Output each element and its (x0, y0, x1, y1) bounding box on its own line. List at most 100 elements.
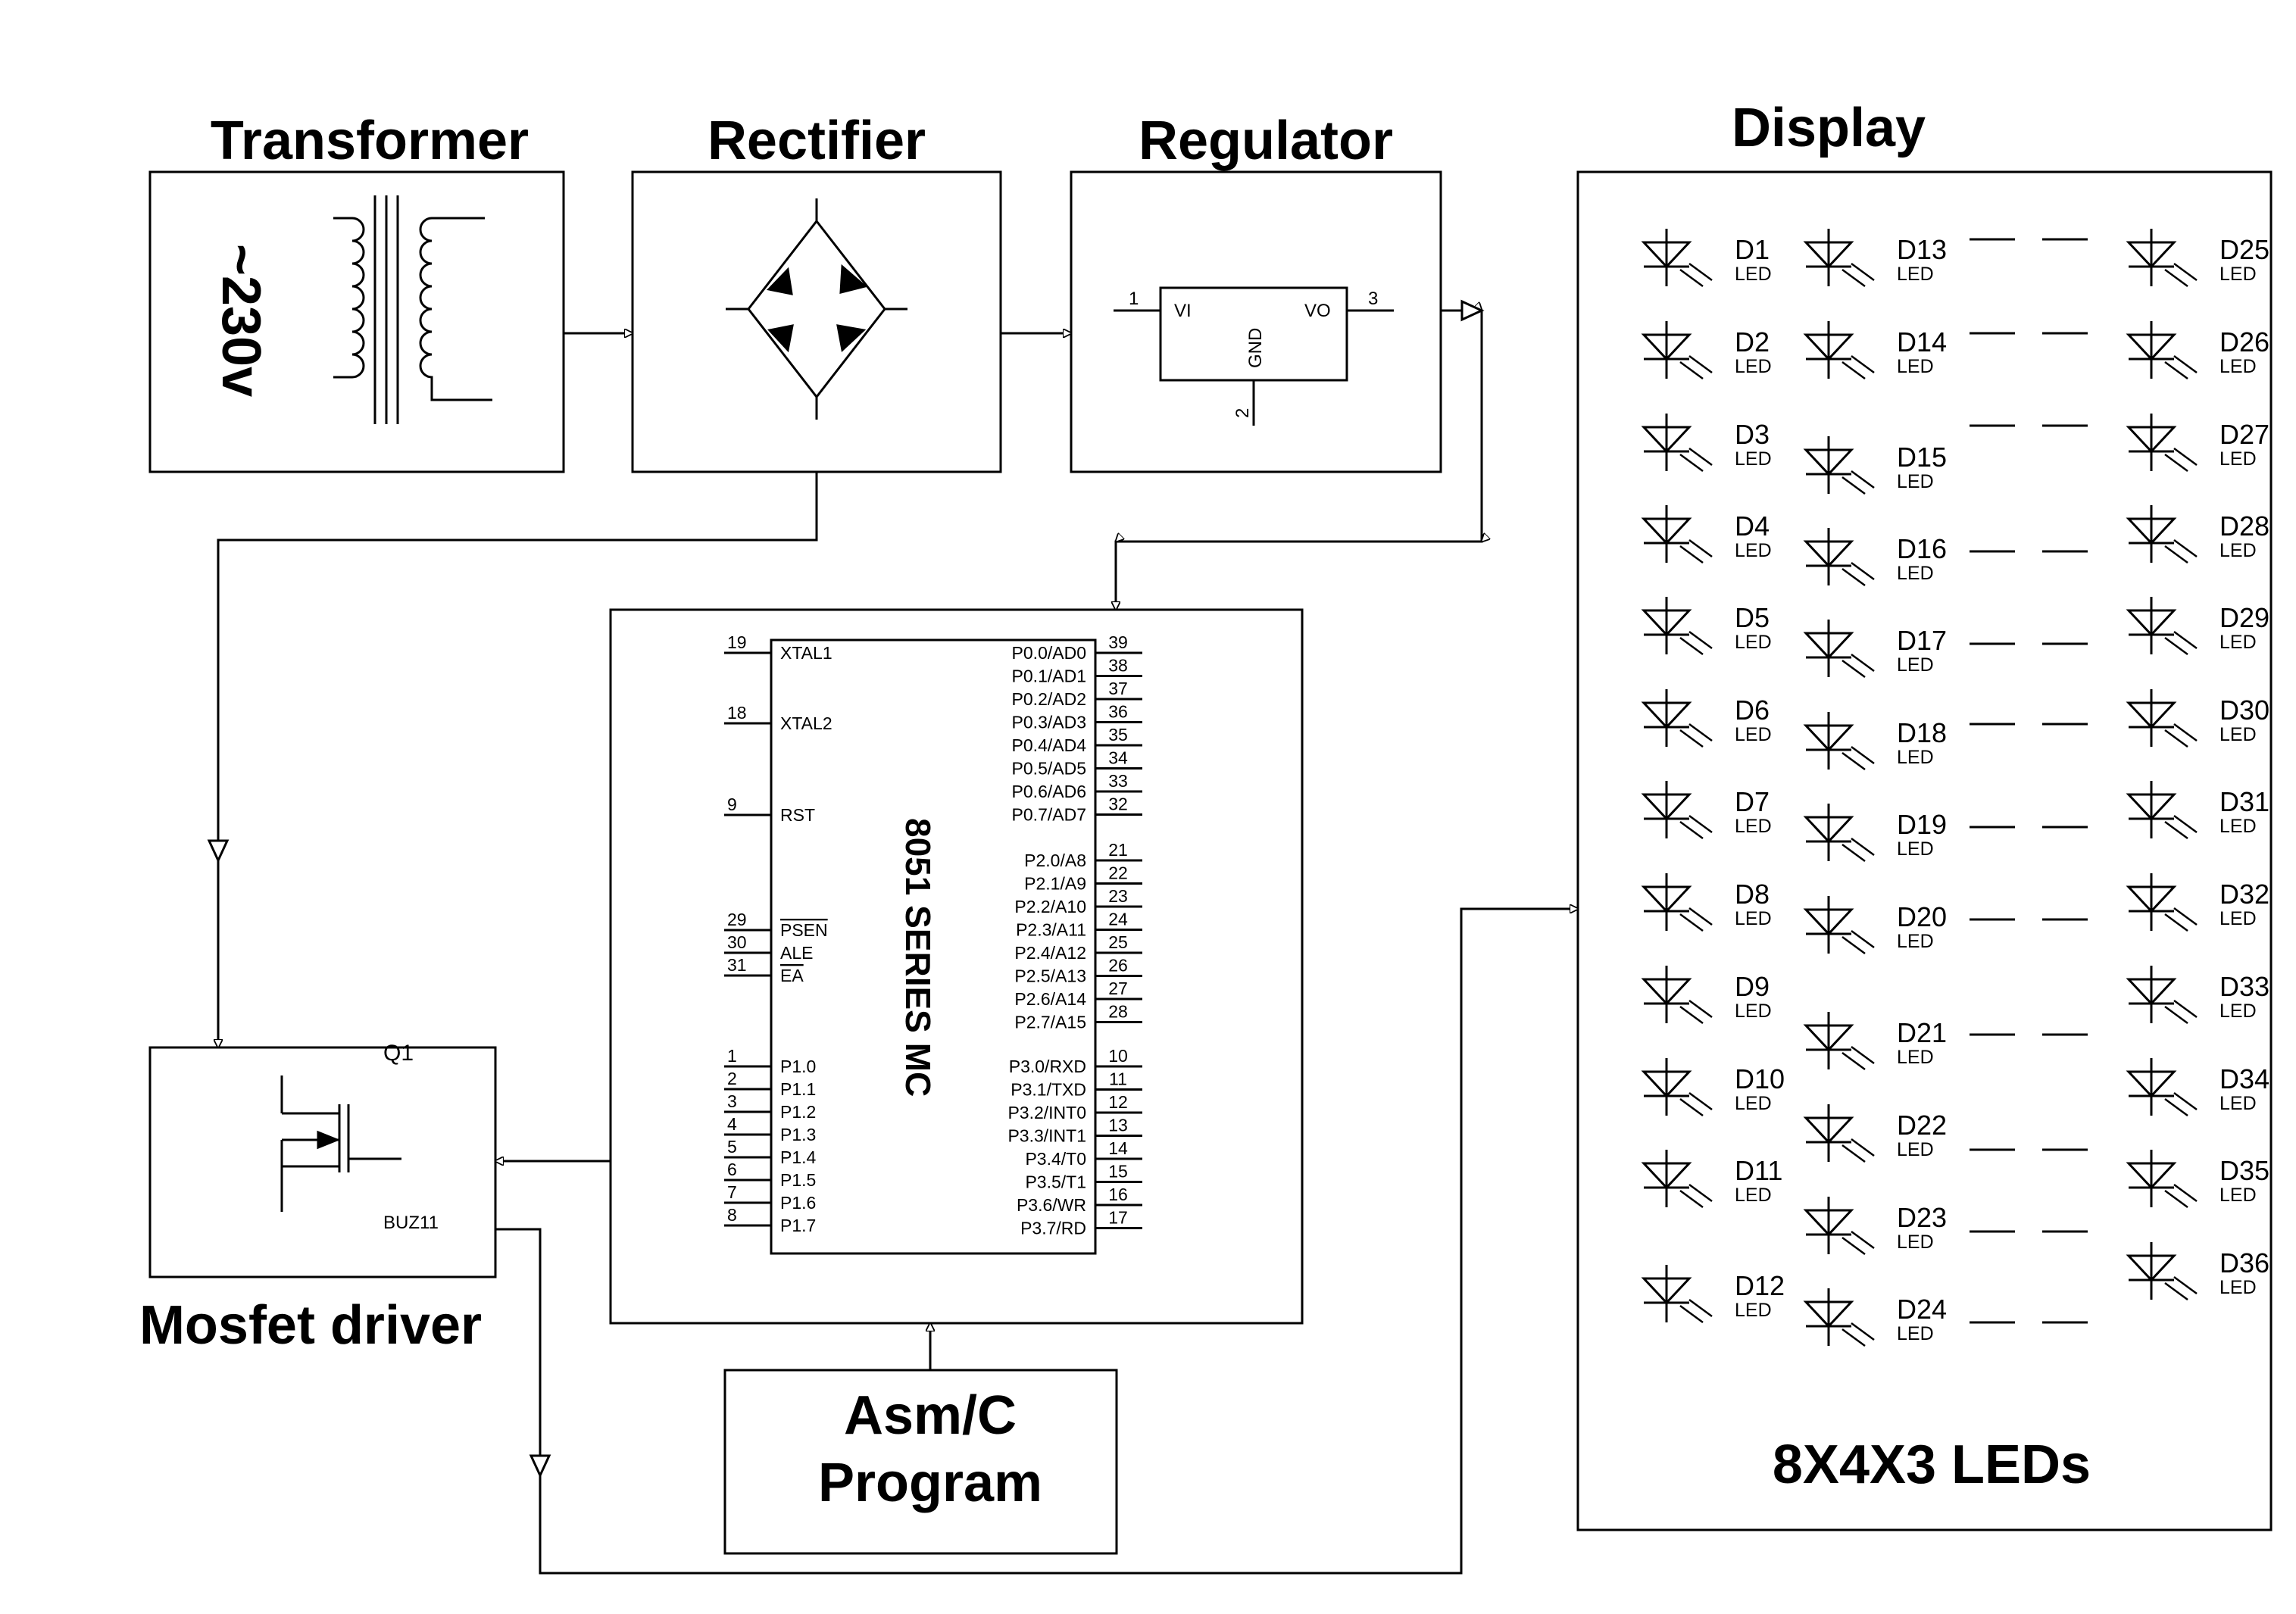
led-designator: D28 (2219, 510, 2269, 542)
mcu-pin-name: P3.6/WR (1017, 1195, 1086, 1215)
led-type-label: LED (1897, 747, 1934, 768)
continuation-dashes (1970, 238, 2088, 1324)
mcu-pin-number: 38 (1108, 656, 1128, 676)
led-type-label: LED (2219, 908, 2257, 929)
led-type-label: LED (1735, 632, 1772, 653)
led-type-label: LED (1735, 1093, 1772, 1114)
mcu-pin-name: RST (780, 805, 815, 825)
mcu-pin-name: P1.2 (780, 1102, 816, 1122)
led-type-label: LED (1897, 1323, 1934, 1344)
led-designator: D11 (1735, 1155, 1782, 1186)
led-type-label: LED (2219, 1277, 2257, 1298)
mcu-pin-name: P1.6 (780, 1193, 816, 1213)
led-designator: D15 (1897, 442, 1947, 473)
mcu-pin-number: 22 (1108, 863, 1128, 883)
mcu-pin-number: 23 (1108, 886, 1128, 906)
mcu-pin-number: 11 (1109, 1069, 1127, 1089)
led-type-label: LED (2219, 1185, 2257, 1206)
led-designator: D17 (1897, 625, 1947, 656)
mcu-pin-number: 4 (727, 1114, 737, 1134)
mosfet-symbol (280, 1075, 401, 1212)
mcu-pin-number: 31 (727, 955, 747, 975)
led-type-label: LED (1735, 540, 1772, 561)
led-designator: D27 (2219, 419, 2269, 450)
transformer-title: Transformer (211, 111, 529, 171)
led-designator: D19 (1897, 809, 1947, 840)
mcu-pin-number: 5 (727, 1137, 737, 1157)
led-designator: D32 (2219, 879, 2269, 910)
led-designator: D14 (1897, 326, 1947, 357)
led-type-label: LED (2219, 448, 2257, 470)
led-type-label: LED (1897, 563, 1934, 584)
mcu-pin-number: 12 (1108, 1092, 1128, 1112)
led-type-label: LED (1897, 838, 1934, 860)
led-designator: D1 (1735, 234, 1770, 265)
mcu-pin-number: 18 (727, 703, 747, 723)
display-caption: 8X4X3 LEDs (1773, 1434, 2091, 1495)
led-designator: D22 (1897, 1110, 1947, 1141)
led-designator: D10 (1735, 1063, 1785, 1094)
led-type-label: LED (1897, 1139, 1934, 1160)
led-type-label: LED (1735, 908, 1772, 929)
led-designator: D8 (1735, 879, 1770, 910)
led-type-label: LED (2219, 1001, 2257, 1022)
mcu-pin-number: 33 (1108, 771, 1128, 791)
regulator-pin1-num: 1 (1129, 289, 1139, 309)
mcu-pin-name: XTAL1 (780, 643, 832, 663)
led-type-label: LED (1897, 1232, 1934, 1253)
led-designator: D6 (1735, 695, 1770, 726)
rectifier-title: Rectifier (708, 111, 926, 171)
led-designator: D36 (2219, 1247, 2269, 1278)
led-type-label: LED (1897, 654, 1934, 676)
regulator-pin2-num: 2 (1232, 408, 1253, 418)
led-type-label: LED (1735, 1185, 1772, 1206)
led-type-label: LED (2219, 724, 2257, 745)
mcu-pin-number: 21 (1108, 840, 1128, 860)
led-type-label: LED (1735, 1300, 1772, 1321)
led-designator: D34 (2219, 1063, 2269, 1094)
mcu-pin-number: 13 (1108, 1116, 1128, 1135)
mcu-pin-name: ALE (780, 943, 813, 963)
regulator-pin-gnd: GND (1245, 328, 1266, 368)
mosfet-part: BUZ11 (383, 1213, 439, 1233)
regulator-pin3-num: 3 (1368, 289, 1378, 309)
mcu-pin-number: 10 (1108, 1046, 1128, 1066)
transformer-coils (333, 195, 492, 424)
led-designator: D3 (1735, 419, 1770, 450)
mcu-pin-number: 30 (727, 932, 747, 952)
led-designator: D2 (1735, 326, 1770, 357)
led-type-label: LED (1735, 1001, 1772, 1022)
led-type-label: LED (2219, 1093, 2257, 1114)
led-designator: D5 (1735, 602, 1770, 633)
led-designator: D18 (1897, 717, 1947, 748)
mcu-pin-name: P1.0 (780, 1057, 816, 1076)
mcu-pin-number: 39 (1108, 632, 1128, 652)
mcu-pin-name: XTAL2 (780, 713, 832, 733)
led-designator: D4 (1735, 510, 1770, 542)
led-designator: D35 (2219, 1155, 2269, 1186)
led-type-label: LED (2219, 264, 2257, 285)
mcu-pin-name: P1.5 (780, 1170, 816, 1190)
mcu-pin-name: P2.7/A15 (1014, 1013, 1086, 1032)
mcu-pin-number: 36 (1108, 702, 1128, 722)
mcu-pin-number: 2 (727, 1069, 737, 1088)
mcu-pin-name: P1.3 (780, 1125, 816, 1144)
led-designator: D24 (1897, 1294, 1947, 1325)
mcu-pin-number: 26 (1108, 956, 1128, 976)
